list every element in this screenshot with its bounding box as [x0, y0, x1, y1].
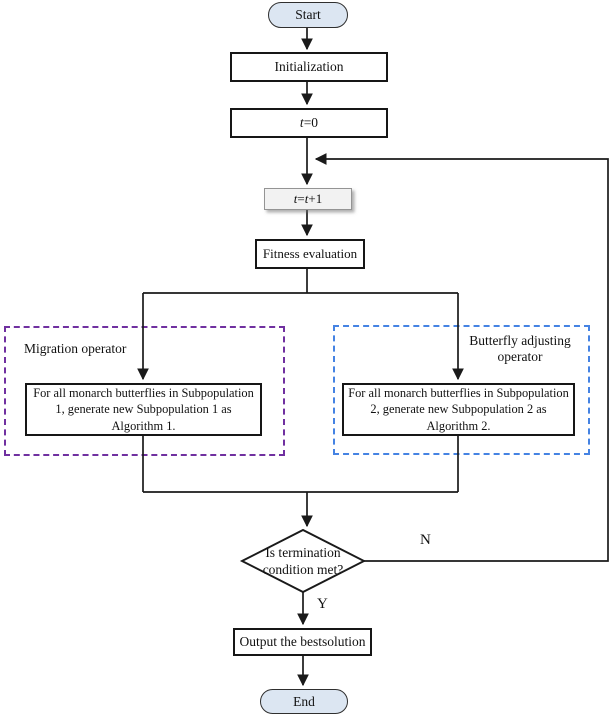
butterfly-adjusting-operator-label-line2: operator: [497, 349, 543, 364]
adjusting-process-line3: Algorithm 2.: [426, 418, 491, 433]
feedback-loop-line: [314, 153, 609, 562]
end-terminal: End: [260, 689, 348, 714]
end-label: End: [293, 693, 315, 709]
migration-operator-label: Migration operator: [24, 341, 127, 356]
start-terminal: Start: [268, 2, 348, 28]
counter-increment-var2: t: [304, 190, 309, 206]
migration-process: For all monarch butterflies in Subpopula…: [25, 383, 262, 436]
counter-init-rest: =0: [303, 115, 319, 131]
initialization-label: Initialization: [274, 59, 344, 75]
counter-increment-var1: t: [293, 190, 298, 206]
butterfly-adjusting-operator-label: Butterfly adjusting operator: [445, 333, 595, 365]
decision-text: Is termination condition met?: [242, 539, 364, 583]
butterfly-adjusting-operator-label-line1: Butterfly adjusting: [469, 333, 571, 348]
initialization-process: Initialization: [230, 52, 388, 82]
migration-process-line1: For all monarch butterflies in Subpopula…: [33, 385, 254, 400]
butterfly-adjusting-operator-group: [333, 325, 590, 455]
decision-line2: condition met?: [262, 562, 344, 577]
output-process: Output the bestsolution: [233, 628, 372, 656]
adjusting-process-line2: 2, generate new Subpopulation 2 as: [370, 402, 547, 417]
no-branch-label: N: [420, 532, 431, 548]
fitness-evaluation-label: Fitness evaluation: [262, 245, 358, 261]
start-label: Start: [295, 7, 321, 23]
counter-init-var: t: [299, 115, 304, 131]
migration-operator-group: [4, 326, 285, 456]
decision-diamond: [239, 528, 367, 594]
counter-increment-label: t=t+1: [293, 190, 323, 207]
counter-init-process: t=0: [230, 108, 388, 138]
migration-process-line2: 1, generate new Subpopulation 1 as: [55, 402, 232, 417]
output-label: Output the bestsolution: [239, 634, 366, 650]
migration-process-line3: Algorithm 1.: [111, 418, 176, 433]
counter-increment-rest: +1: [308, 190, 323, 206]
counter-increment-process: t=t+1: [264, 188, 352, 210]
yes-branch-label: Y: [317, 596, 328, 612]
adjusting-process-line1: For all monarch butterflies in Subpopula…: [348, 385, 569, 400]
adjusting-process: For all monarch butterflies in Subpopula…: [342, 383, 575, 436]
counter-init-label: t=0: [300, 115, 318, 131]
fitness-evaluation-process: Fitness evaluation: [255, 239, 365, 269]
decision-line1: Is termination: [265, 545, 341, 560]
counter-increment-eq: =: [297, 190, 305, 206]
